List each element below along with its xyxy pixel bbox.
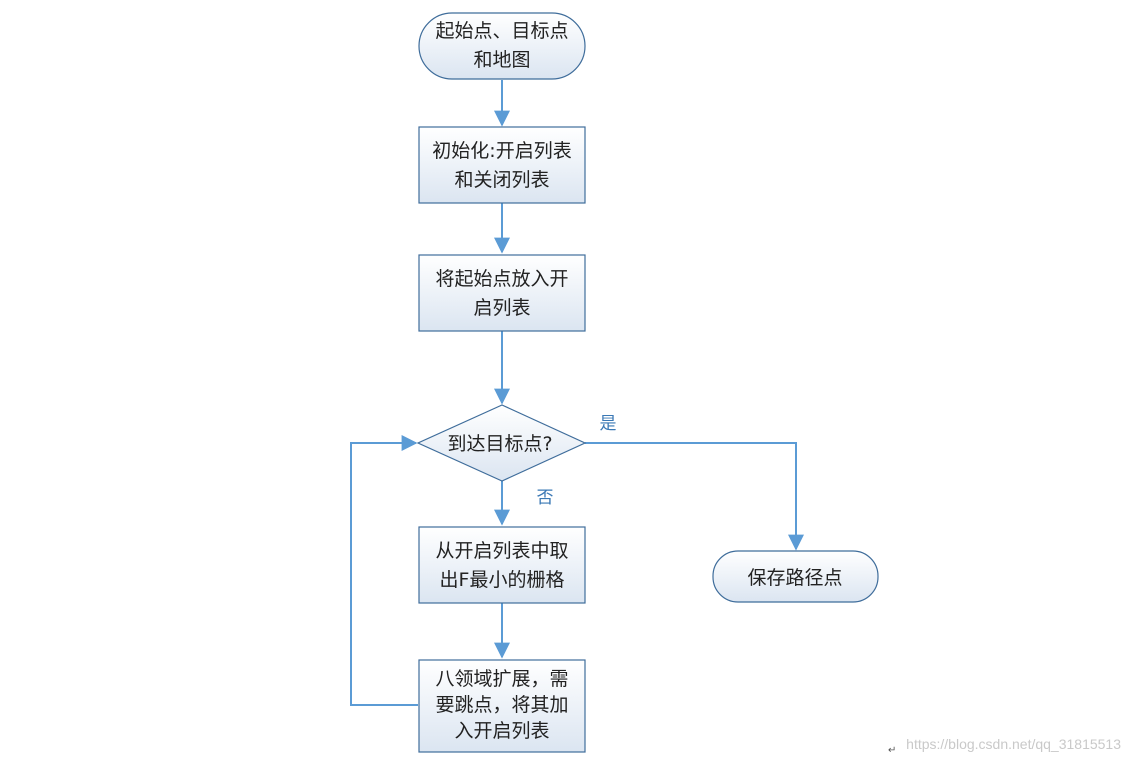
put-start-node-line-1: 将起始点放入开 — [435, 268, 568, 290]
put-start-node-line-2: 启列表 — [473, 297, 530, 319]
decision-node-label: 到达目标点? — [447, 433, 552, 455]
init-node-line-1: 初始化:开启列表 — [432, 140, 571, 162]
watermark: https://blog.csdn.net/qq_31815513 — [906, 736, 1121, 752]
init-node — [418, 126, 586, 204]
start-node-line-2: 和地图 — [473, 49, 530, 71]
expand-node — [418, 659, 586, 753]
start-node-line-1: 起始点、目标点 — [435, 20, 568, 42]
decision-node — [416, 404, 587, 482]
edge-label-yes: 是 — [600, 414, 617, 434]
take-min-node-line-1: 从开启列表中取 — [435, 540, 568, 562]
start-node — [418, 12, 586, 80]
paragraph-mark: ↵ — [888, 745, 896, 756]
take-min-node-line-2: 出F最小的栅格 — [440, 569, 565, 591]
save-node — [712, 550, 879, 603]
init-node-line-2: 和关闭列表 — [454, 169, 549, 191]
edge-loop-back — [350, 435, 418, 706]
expand-node-line-1: 八领域扩展，需 — [435, 668, 568, 690]
save-node-label: 保存路径点 — [747, 567, 842, 589]
edge-decision-yes — [585, 442, 804, 551]
expand-node-line-2: 要跳点，将其加 — [435, 694, 568, 716]
put-start-node — [418, 254, 586, 332]
expand-node-line-3: 入开启列表 — [454, 720, 549, 742]
take-min-node — [418, 526, 586, 604]
edge-label-no: 否 — [537, 488, 554, 508]
